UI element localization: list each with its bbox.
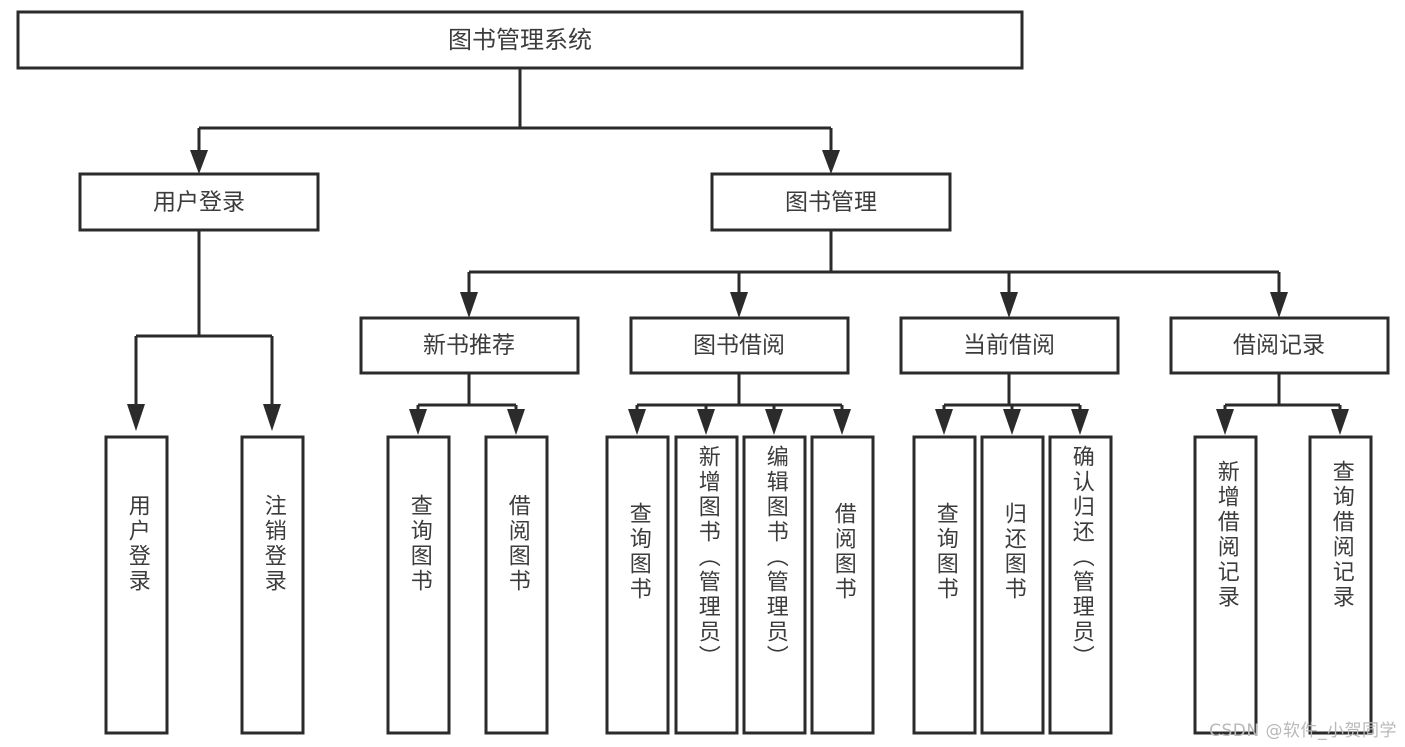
- node-new-book-recommend[interactable]: 新书推荐: [359, 316, 580, 375]
- connectors-book-manage-to-level2: [460, 230, 1288, 318]
- leaf-box[interactable]: [674, 435, 739, 735]
- node-book-manage[interactable]: 图书管理: [710, 172, 952, 232]
- node-book-manage-box[interactable]: [710, 172, 952, 232]
- arrow-head-leaf-current-borrow-3: [1071, 409, 1089, 435]
- leaf-node-current-borrow-2[interactable]: [980, 435, 1045, 735]
- arrow-head-leaf-user-login-1: [127, 404, 145, 431]
- arrow-head-leaf-current-borrow-2: [1003, 409, 1021, 435]
- node-root-label: 图书管理系统: [448, 26, 592, 54]
- arrow-head-leaf-book-borrow-4: [833, 409, 851, 435]
- node-root-box[interactable]: [16, 10, 1024, 70]
- node-borrow-record[interactable]: 借阅记录: [1169, 316, 1390, 375]
- arrow-head-user-login: [190, 150, 208, 174]
- node-current-borrow-label: 当前借阅: [963, 333, 1055, 359]
- leaf-node-new-book-2[interactable]: [484, 435, 549, 735]
- node-root[interactable]: 图书管理系统: [16, 10, 1024, 70]
- leaf-node-user-login-2[interactable]: [240, 435, 305, 735]
- leaf-node-user-login-1[interactable]: [104, 435, 169, 735]
- leaf-box[interactable]: [1308, 435, 1373, 735]
- node-user-login[interactable]: 用户登录: [78, 172, 320, 232]
- arrow-head-leaf-borrow-record-2: [1331, 409, 1349, 435]
- node-book-borrow-box[interactable]: [629, 316, 850, 375]
- node-new-book-recommend-label: 新书推荐: [423, 333, 515, 359]
- leaf-box[interactable]: [912, 435, 977, 735]
- node-user-login-label: 用户登录: [153, 190, 245, 216]
- arrow-head-book-manage: [822, 150, 840, 174]
- connectors-current-borrow-to-leaves: [935, 373, 1089, 435]
- leaf-box[interactable]: [810, 435, 875, 735]
- leaf-box[interactable]: [742, 435, 807, 735]
- leaf-box[interactable]: [240, 435, 305, 735]
- leaf-box[interactable]: [104, 435, 169, 735]
- watermark: CSDN @软件_小贺同学: [1209, 721, 1397, 741]
- node-book-borrow[interactable]: 图书借阅: [629, 316, 850, 375]
- leaf-node-current-borrow-1[interactable]: [912, 435, 977, 735]
- node-borrow-record-box[interactable]: [1169, 316, 1390, 375]
- arrow-head-leaf-book-borrow-2: [697, 409, 715, 435]
- leaf-node-borrow-record-1[interactable]: [1193, 435, 1258, 735]
- leaf-node-current-borrow-3[interactable]: [1048, 435, 1113, 735]
- connectors-borrow-record-to-leaves: [1216, 373, 1349, 435]
- arrow-head-leaf-book-borrow-1: [628, 409, 646, 435]
- leaf-box[interactable]: [605, 435, 670, 735]
- leaf-box[interactable]: [484, 435, 549, 735]
- arrow-head-leaf-borrow-record-1: [1216, 409, 1234, 435]
- leaf-node-borrow-record-2[interactable]: [1308, 435, 1373, 735]
- connectors-new-book-to-leaves: [409, 373, 525, 435]
- leaf-node-book-borrow-4[interactable]: [810, 435, 875, 735]
- connectors-root-to-level1: [190, 68, 840, 174]
- leaf-box[interactable]: [386, 435, 451, 735]
- arrow-head-leaf-new-book-2: [507, 409, 525, 435]
- arrow-head-leaf-user-login-2: [263, 404, 281, 431]
- connectors-book-borrow-to-leaves: [628, 373, 851, 435]
- arrow-head-new-book: [460, 292, 478, 318]
- node-book-borrow-label: 图书借阅: [693, 333, 785, 359]
- arrow-head-current-borrow: [1000, 292, 1018, 318]
- arrow-head-borrow-record: [1270, 292, 1288, 318]
- node-new-book-recommend-box[interactable]: [359, 316, 580, 375]
- leaf-node-book-borrow-2[interactable]: [674, 435, 739, 735]
- arrow-head-book-borrow: [730, 292, 748, 318]
- leaf-box[interactable]: [1193, 435, 1258, 735]
- arrow-head-leaf-new-book-1: [409, 409, 427, 435]
- leaf-box[interactable]: [1048, 435, 1113, 735]
- leaf-node-book-borrow-3[interactable]: [742, 435, 807, 735]
- leaf-node-new-book-1[interactable]: [386, 435, 451, 735]
- node-current-borrow-box[interactable]: [899, 316, 1120, 375]
- leaf-node-book-borrow-1[interactable]: [605, 435, 670, 735]
- leaf-box[interactable]: [980, 435, 1045, 735]
- arrow-head-leaf-current-borrow-1: [935, 409, 953, 435]
- node-borrow-record-label: 借阅记录: [1233, 333, 1325, 359]
- connectors-user-login-to-leaves: [127, 230, 281, 431]
- node-book-manage-label: 图书管理: [785, 190, 877, 216]
- node-current-borrow[interactable]: 当前借阅: [899, 316, 1120, 375]
- arrow-head-leaf-book-borrow-3: [765, 409, 783, 435]
